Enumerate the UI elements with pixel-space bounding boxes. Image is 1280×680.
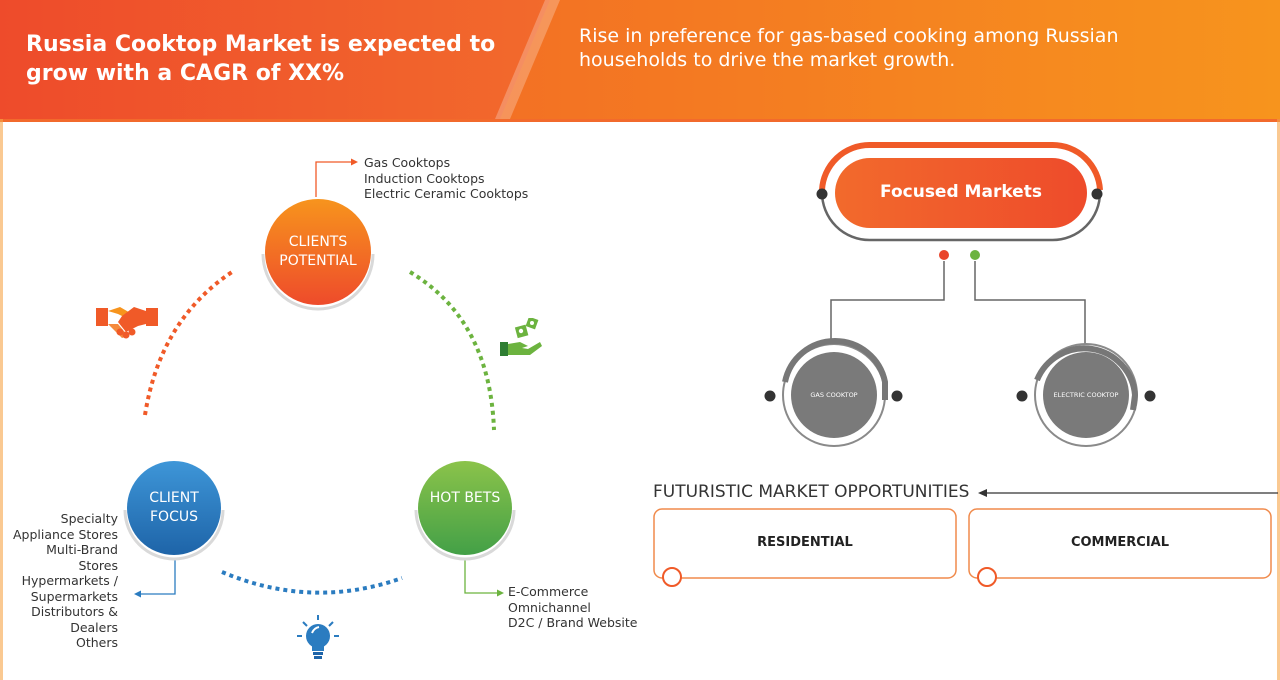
header-title: Russia Cooktop Market is expected to gro…	[26, 32, 496, 86]
money-hand-icon	[500, 318, 542, 356]
client-focus-label: CLIENT FOCUS	[149, 490, 199, 525]
clients-potential-list: Gas Cooktops Induction Cooktops Electric…	[364, 155, 528, 202]
list-item: Stores	[78, 557, 118, 573]
list-item: Distributors &	[31, 604, 118, 619]
clients-potential-label: CLIENTS POTENTIAL	[279, 234, 357, 269]
list-item: Dealers	[70, 619, 118, 635]
list-item: Specialty	[60, 511, 118, 526]
list-item: Multi-Brand	[46, 542, 118, 557]
commercial-card: COMMERCIAL	[1070, 535, 1170, 550]
handshake-icon	[96, 307, 158, 339]
hot-bets-list: E-Commerce Omnichannel D2C / Brand Websi…	[508, 584, 638, 631]
header-subtitle: Rise in preference for gas-based cooking…	[579, 25, 1119, 71]
list-item: E-Commerce	[508, 584, 589, 599]
list-item: Electric Ceramic Cooktops	[364, 186, 529, 201]
list-item: Others	[75, 635, 118, 650]
electric-cooktop-label: ELECTRIC COOKTOP	[1053, 391, 1119, 399]
residential-card: RESIDENTIAL	[757, 535, 853, 550]
futuristic-title: FUTURISTIC MARKET OPPORTUNITIES	[653, 482, 970, 502]
list-item: D2C / Brand Website	[508, 615, 638, 630]
gas-cooktop-label: GAS COOKTOP	[810, 391, 858, 399]
list-item: Appliance Stores	[12, 526, 118, 542]
list-item: Omnichannel	[508, 599, 591, 615]
hot-bets-label: HOT BETS	[429, 490, 501, 506]
list-item: Hypermarkets /	[21, 573, 118, 588]
list-item: Induction Cooktops	[364, 170, 485, 186]
list-item: Supermarkets	[30, 588, 118, 604]
focused-markets-title: Focused Markets	[880, 182, 1042, 202]
lightbulb-icon	[297, 615, 339, 659]
list-item: Gas Cooktops	[364, 155, 451, 170]
client-focus-list: Specialty Appliance Stores Multi-Brand S…	[0, 511, 118, 651]
